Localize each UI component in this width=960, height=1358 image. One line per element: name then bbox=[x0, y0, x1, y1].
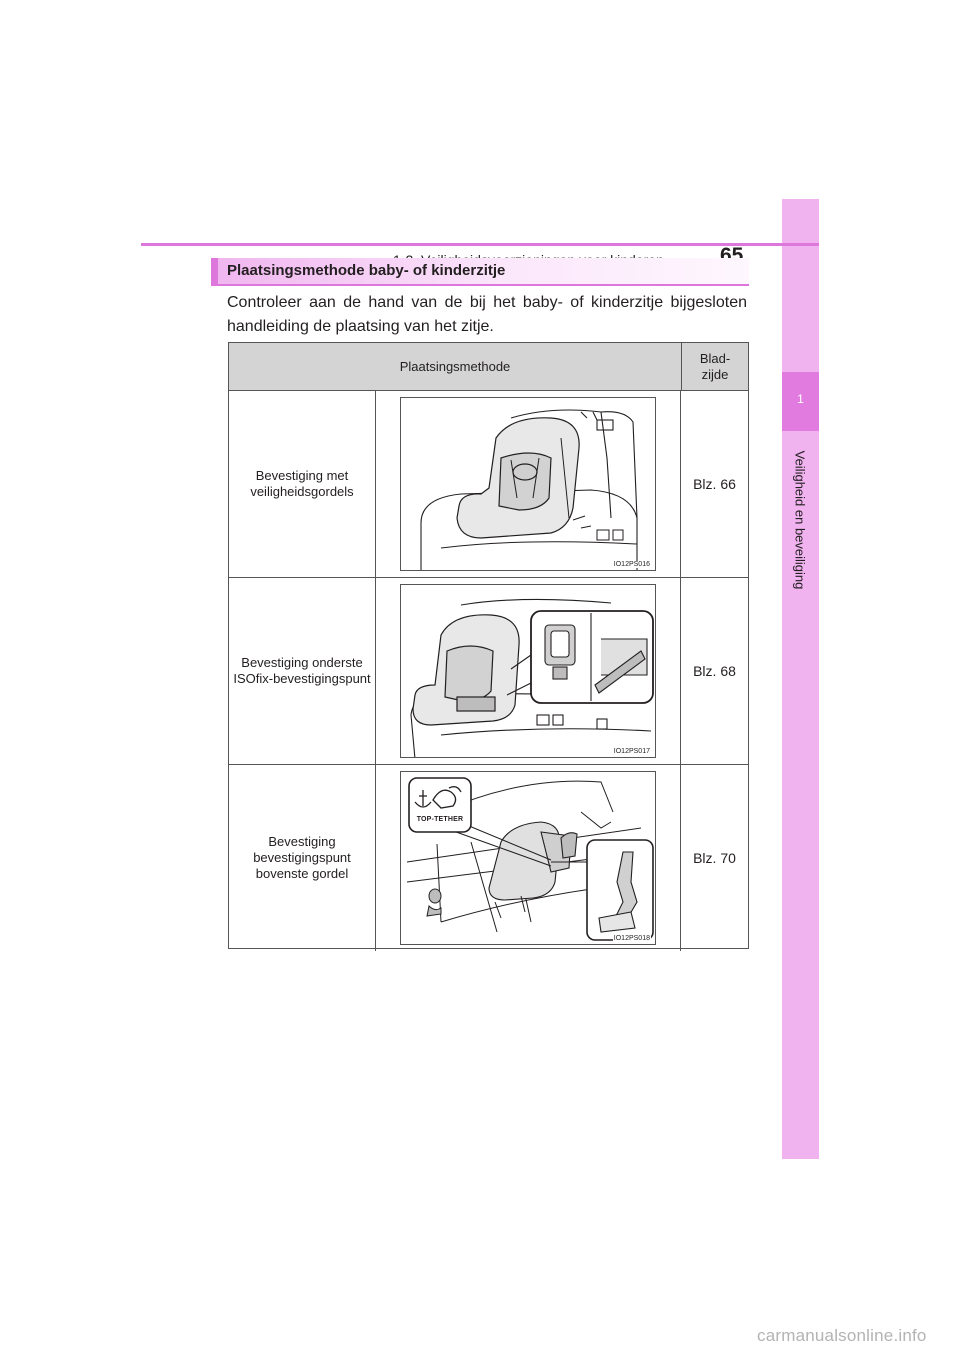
side-tab bbox=[782, 199, 819, 1159]
row-page-ref[interactable]: Blz. 68 bbox=[693, 663, 736, 679]
chapter-number: 1 bbox=[797, 392, 804, 406]
row-page-ref[interactable]: Blz. 70 bbox=[693, 850, 736, 866]
table-row: Bevestiging bevestigingspunt bovenste go… bbox=[229, 765, 748, 951]
figure-code: IO12PS018 bbox=[612, 935, 651, 942]
seatbelt-child-seat-illustration: IO12PS016 bbox=[400, 397, 656, 571]
row-method: Bevestiging onderste ISOfix-bevestigings… bbox=[229, 578, 376, 764]
figure-code: IO12PS017 bbox=[612, 748, 651, 755]
seatbelt-seat-drawing bbox=[420, 409, 638, 570]
row-illustration-cell: TOP-TETHER IO12PS018 bbox=[376, 765, 681, 951]
watermark: carmanualsonline.info bbox=[757, 1326, 927, 1345]
row-illustration-cell: IO12PS016 bbox=[376, 391, 681, 577]
section-title: Plaatsingsmethode baby- of kinderzitje bbox=[227, 262, 506, 279]
row-illustration-cell: IO12PS017 bbox=[376, 578, 681, 764]
section-heading-bar: Plaatsingsmethode baby- of kinderzitje bbox=[211, 258, 749, 286]
isofix-child-seat-illustration: IO12PS017 bbox=[400, 584, 656, 758]
top-tether-badge: TOP-TETHER bbox=[416, 816, 464, 823]
top-tether-illustration: TOP-TETHER IO12PS018 bbox=[400, 771, 656, 945]
row-method: Bevestiging met veiligheidsgordels bbox=[229, 391, 376, 577]
header-page: Blad- zijde bbox=[681, 343, 748, 390]
header-rule bbox=[141, 243, 819, 246]
figure-code: IO12PS016 bbox=[612, 561, 651, 568]
side-tab-active-chapter[interactable] bbox=[782, 372, 819, 431]
top-tether-drawing bbox=[406, 777, 654, 941]
header-page-label: Blad- zijde bbox=[699, 350, 731, 382]
intro-paragraph: Controleer aan de hand van de bij het ba… bbox=[227, 294, 747, 335]
header-method: Plaatsingsmethode bbox=[399, 359, 511, 374]
table-row: Bevestiging onderste ISOfix-bevestigings… bbox=[229, 578, 748, 765]
row-page-ref[interactable]: Blz. 66 bbox=[693, 476, 736, 492]
installation-method-table: Plaatsingsmethode Blad- zijde Bevestigin… bbox=[228, 342, 749, 951]
section-accent bbox=[211, 258, 218, 284]
table-row: Bevestiging met veiligheidsgordels bbox=[229, 391, 748, 578]
table-header: Plaatsingsmethode Blad- zijde bbox=[229, 343, 748, 391]
row-method: Bevestiging bevestigingspunt bovenste go… bbox=[229, 765, 376, 951]
isofix-seat-drawing bbox=[410, 598, 654, 757]
